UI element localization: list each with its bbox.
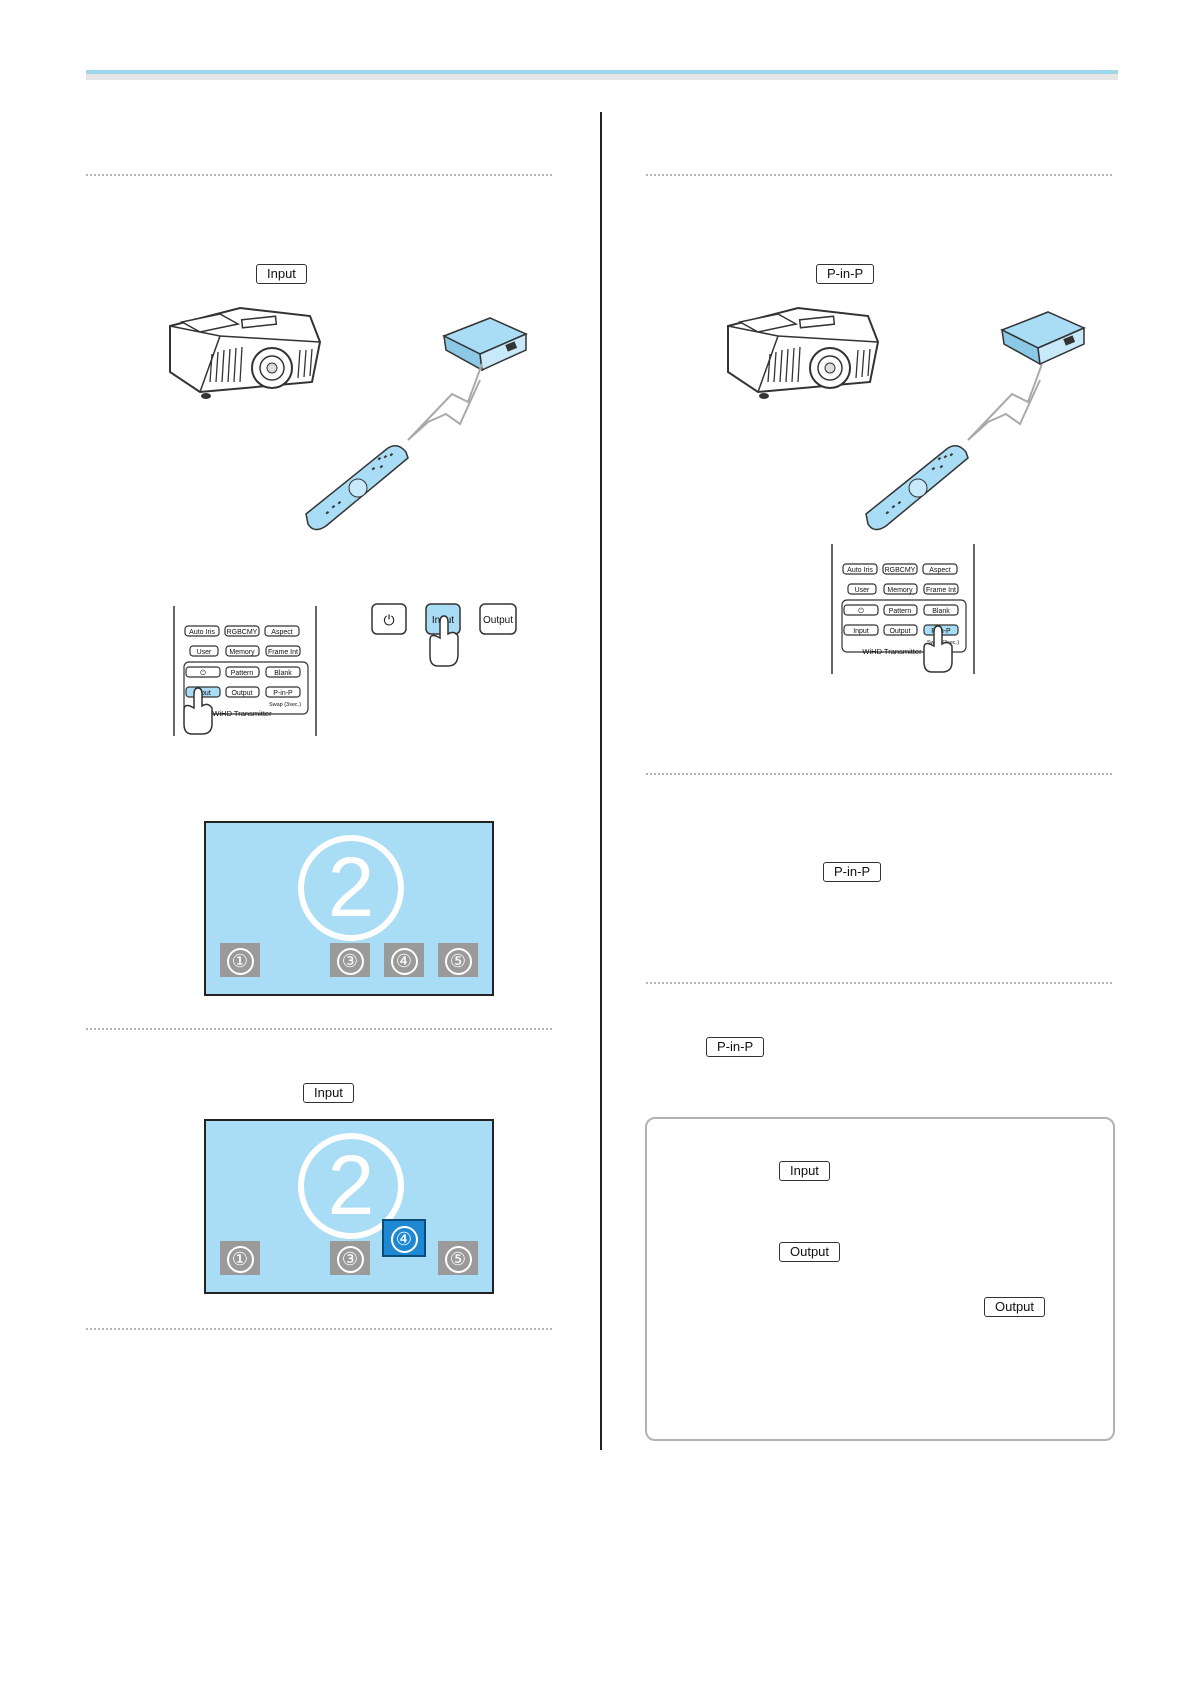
transmitter-illustration [1000,311,1086,366]
screen-illustration: 2 ① ③ ④ ⑤ [204,821,494,996]
remote-key-label: Auto Iris [847,567,873,574]
header-shadow [86,74,1118,80]
remote-closeup: Auto Iris RGBCMY Aspect User Memory Fram… [831,544,975,674]
remote-key-label: User [197,649,212,656]
selected-screen-number: ④ [382,1219,426,1257]
remote-closeup: Auto Iris RGBCMY Aspect User Memory Fram… [173,606,317,736]
remote-key-label: Memory [229,649,255,656]
power-icon: ⏻ [383,612,394,628]
large-screen-number: 2 [298,835,404,941]
note-box [645,1117,1115,1441]
remote-key-label: Pattern [231,670,254,677]
remote-key-label: Aspect [929,567,950,574]
hand-pointer-icon [429,615,459,667]
section-divider [86,1328,552,1330]
output-key: Output [984,1297,1046,1317]
remote-key-label: Output [889,628,910,635]
input-key: Input [256,264,307,284]
remote-key-label: User [855,587,870,594]
remote-key-label: Input [853,628,869,635]
output-button-label: Output [483,615,513,626]
small-screen-number: ③ [330,1241,370,1275]
remote-key-label: Blank [932,608,950,615]
signal-bolt [407,363,483,441]
remote-illustration [305,445,409,531]
input-key: Input [303,1083,354,1103]
section-divider [86,1028,552,1030]
remote-key-label: Output [231,690,252,697]
input-key: Input [779,1161,830,1181]
remote-key-label: Auto Iris [189,629,215,636]
swap-label: Swap (3sec.) [269,702,301,708]
small-screen-number: ① [220,943,260,977]
output-key: Output [779,1242,841,1262]
pinp-key: P-in-P [823,862,882,882]
small-screen-number: ⑤ [438,1241,478,1275]
transmitter-illustration [442,317,528,372]
section-divider [86,174,552,176]
small-screen-number: ① [220,1241,260,1275]
remote-key-label: RGBCMY [227,629,258,636]
remote-key-label: Memory [887,587,913,594]
signal-bolt [967,363,1043,441]
small-screen-number: ④ [384,943,424,977]
transmitter-buttons: ⏻ Input Output [371,603,517,667]
screen-illustration: 2 ① ③ ④ ⑤ [204,1119,494,1294]
section-divider [646,773,1112,775]
remote-key-label: Blank [274,670,292,677]
hand-pointer-icon [923,625,953,673]
projector-illustration [727,306,880,399]
transmitter-label: WiHD Transmitter [862,647,922,656]
section-divider [646,174,1112,176]
small-screen-number: ③ [330,943,370,977]
section-divider [646,982,1112,984]
power-symbol: ⏻ [858,607,864,615]
remote-key-label: RGBCMY [885,567,916,574]
large-screen-number: 2 [298,1133,404,1239]
remote-key-label: Frame Int [926,587,956,594]
remote-key-label: Aspect [271,629,292,636]
small-screen-number: ⑤ [438,943,478,977]
remote-key-label: Pattern [889,608,912,615]
remote-key-label: P-in-P [273,690,293,697]
remote-key-label: Input [195,690,211,697]
transmitter-label: WiHD Transmitter [212,709,272,718]
power-symbol: ⏻ [200,669,206,677]
pinp-key: P-in-P [706,1037,765,1057]
projector-illustration [169,306,322,399]
remote-illustration [865,445,969,531]
hand-pointer-icon [183,687,213,735]
header-rule [86,70,1118,74]
pinp-key: P-in-P [816,264,875,284]
remote-key-label: Frame Int [268,649,298,656]
column-divider [600,112,602,1450]
